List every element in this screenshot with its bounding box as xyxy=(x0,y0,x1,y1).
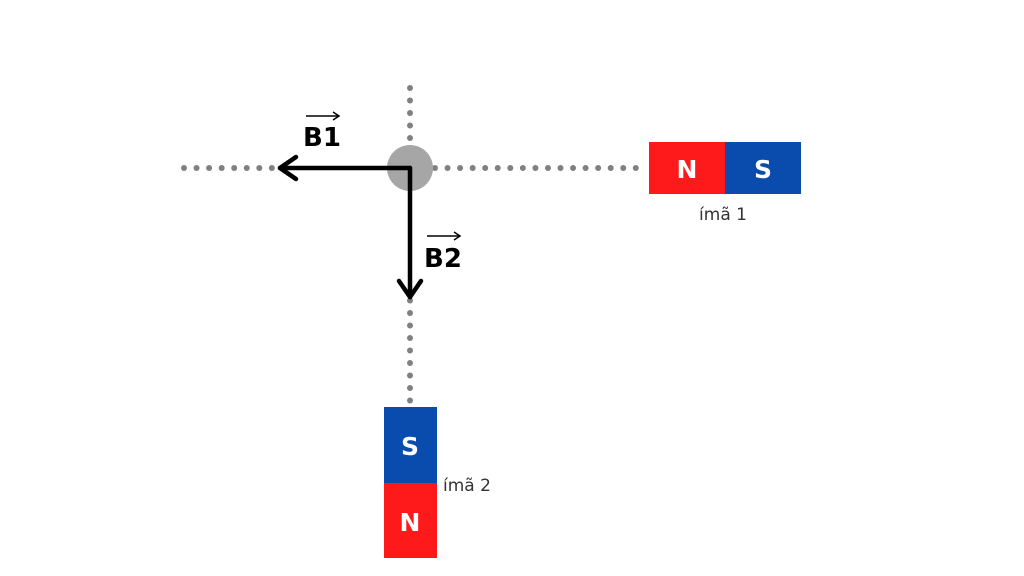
magnet1-north-text: N xyxy=(677,155,698,184)
magnet1-south-text: S xyxy=(754,155,772,184)
b1-vector-arrow xyxy=(277,154,413,182)
magnet1-label: ímã 1 xyxy=(699,205,747,225)
magnet2-north-pole xyxy=(384,483,437,558)
b2-vector-arrow xyxy=(396,165,424,300)
dot xyxy=(243,165,250,171)
dot xyxy=(206,165,213,171)
dot xyxy=(570,165,577,171)
magnet-1: N S ímã 1 xyxy=(649,142,801,225)
dot xyxy=(256,165,263,171)
dot xyxy=(407,335,413,341)
dot xyxy=(595,165,602,171)
dot xyxy=(407,135,413,141)
dot xyxy=(494,165,501,171)
dot xyxy=(407,322,413,329)
dot xyxy=(407,310,413,316)
magnet1-south-pole xyxy=(725,142,801,194)
dot xyxy=(620,165,627,171)
dot xyxy=(407,122,413,129)
b2-text: B2 xyxy=(424,244,462,274)
dot xyxy=(407,97,413,104)
b1-text: B1 xyxy=(303,123,341,153)
dot xyxy=(519,165,526,171)
b2-label: B2 xyxy=(424,231,462,274)
dot xyxy=(532,165,539,171)
dot xyxy=(218,165,225,171)
dot xyxy=(457,165,464,171)
dot xyxy=(407,397,413,404)
dot xyxy=(444,165,451,171)
dot xyxy=(407,297,413,304)
magnet2-label: ímã 2 xyxy=(443,476,491,496)
dot xyxy=(607,165,614,171)
dot xyxy=(469,165,476,171)
magnet1-north-pole xyxy=(649,142,725,194)
magnet2-south-text: S xyxy=(401,432,419,461)
dot xyxy=(557,165,564,171)
dot xyxy=(582,165,589,171)
dot xyxy=(268,165,275,171)
dot xyxy=(482,165,489,171)
dot xyxy=(407,110,413,116)
dot xyxy=(407,360,413,366)
dot xyxy=(407,347,413,354)
dot xyxy=(407,85,413,91)
dot xyxy=(507,165,514,171)
dot xyxy=(544,165,551,171)
b1-label: B1 xyxy=(303,111,341,153)
magnet-2: S N ímã 2 xyxy=(384,407,491,558)
magnet2-south-pole xyxy=(384,407,437,483)
dot xyxy=(407,372,413,379)
dot xyxy=(432,165,438,171)
dot xyxy=(407,385,413,391)
dot xyxy=(231,165,238,171)
dot xyxy=(193,165,200,171)
dot xyxy=(181,165,187,171)
dot xyxy=(632,165,639,171)
magnet2-north-text: N xyxy=(400,508,421,537)
